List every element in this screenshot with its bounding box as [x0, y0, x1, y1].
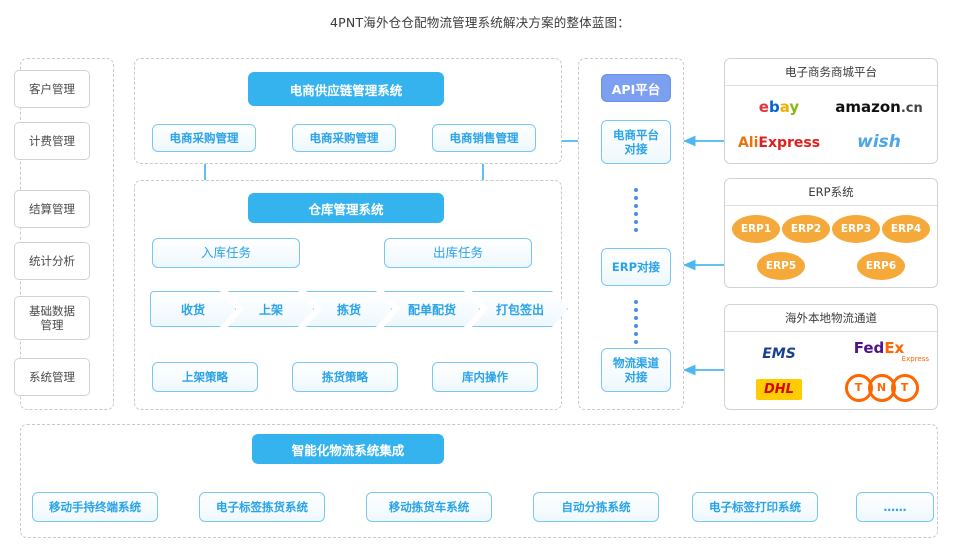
- fedex-fed: Fed: [853, 339, 885, 358]
- strategy-in-warehouse-ops[interactable]: 库内操作: [432, 362, 538, 392]
- sidebar-item-label: 基础数据 管理: [29, 303, 75, 332]
- ebay-letter-b: b: [768, 97, 780, 116]
- ebay-letter-e: e: [758, 97, 769, 116]
- fedex-sub: Express: [901, 355, 929, 364]
- erp-item-4: ERP4: [882, 214, 930, 243]
- tnt-letter-t2: T: [890, 373, 919, 402]
- page-title: 4PNT海外仓仓配物流管理系统解决方案的整体蓝图：: [330, 15, 630, 30]
- bottom-item-dps-picking[interactable]: 电子标签拣货系统: [199, 492, 325, 522]
- sidebar-item-customer[interactable]: 客户管理: [14, 70, 90, 108]
- bottom-item-label-printing[interactable]: 电子标签打印系统: [692, 492, 818, 522]
- panel-title: 电子商务商城平台: [725, 59, 937, 86]
- erp-item-1: ERP1: [732, 214, 780, 243]
- sidebar-item-settlement[interactable]: 结算管理: [14, 190, 90, 228]
- sidebar-item-label: 计费管理: [29, 133, 75, 148]
- panel-title: ERP系统: [725, 179, 937, 206]
- bottom-item-picking-cart[interactable]: 移动拣货车系统: [366, 492, 492, 522]
- process-step-receiving[interactable]: 收货: [150, 291, 236, 327]
- sidebar-item-label: 结算管理: [29, 201, 75, 216]
- supply-chain-header: 电商供应链管理系统: [248, 72, 444, 106]
- ems-wordmark: EMS: [762, 345, 796, 362]
- strategy-picking[interactable]: 拣货策略: [292, 362, 398, 392]
- amazon-tld: .cn: [900, 100, 923, 116]
- ebay-logo: ebay: [733, 97, 825, 116]
- module-ecommerce-sales[interactable]: 电商销售管理: [432, 124, 536, 152]
- dhl-logo: DHL: [733, 378, 825, 401]
- ebay-letter-a: a: [779, 97, 790, 116]
- task-inbound[interactable]: 入库任务: [152, 238, 300, 268]
- panel-title: 海外本地物流通道: [725, 305, 937, 332]
- sidebar-item-label: 系统管理: [29, 369, 75, 384]
- bottom-item-auto-sorting[interactable]: 自动分拣系统: [533, 492, 659, 522]
- api-connector-erp[interactable]: ERP对接: [601, 248, 671, 286]
- intelligent-logistics-header: 智能化物流系统集成: [252, 434, 444, 464]
- bottom-item-handheld-terminal[interactable]: 移动手持终端系统: [32, 492, 158, 522]
- sidebar-item-system[interactable]: 系统管理: [14, 358, 90, 396]
- strategy-putaway[interactable]: 上架策略: [152, 362, 258, 392]
- dots-connector-upper: [634, 188, 638, 232]
- amazon-wordmark: amazon: [835, 97, 901, 116]
- warehouse-header: 仓库管理系统: [248, 193, 444, 223]
- sidebar-item-label: 客户管理: [29, 81, 75, 96]
- sidebar-item-master-data[interactable]: 基础数据 管理: [14, 296, 90, 340]
- erp-item-3: ERP3: [832, 214, 880, 243]
- aliexpress-logo: AliExpress: [733, 136, 825, 150]
- ali-suffix: Express: [758, 134, 821, 151]
- ali-prefix: Ali: [737, 134, 759, 151]
- erp-item-6: ERP6: [857, 252, 905, 281]
- wish-logo: wish: [857, 132, 901, 153]
- module-ecommerce-purchase-2[interactable]: 电商采购管理: [292, 124, 396, 152]
- dhl-wordmark: DHL: [756, 379, 802, 401]
- dots-connector-lower: [634, 300, 638, 344]
- task-outbound[interactable]: 出库任务: [384, 238, 532, 268]
- tnt-logo: T N T: [829, 373, 929, 402]
- panel-erp-systems: ERP系统 ERP1 ERP2 ERP3 ERP4 ERP5 ERP6: [724, 178, 938, 288]
- ems-logo: EMS: [733, 343, 825, 362]
- api-connector-logistics[interactable]: 物流渠道 对接: [601, 348, 671, 392]
- erp-item-5: ERP5: [757, 252, 805, 281]
- process-step-picking[interactable]: 拣货: [306, 291, 392, 327]
- fedex-ex: Ex: [884, 339, 905, 358]
- erp-item-2: ERP2: [782, 214, 830, 243]
- amazon-logo: amazon.cn: [829, 97, 929, 116]
- process-step-packing[interactable]: 打包签出: [472, 291, 568, 327]
- module-ecommerce-purchase-1[interactable]: 电商采购管理: [152, 124, 256, 152]
- sidebar-item-billing[interactable]: 计费管理: [14, 122, 90, 160]
- sidebar-item-analytics[interactable]: 统计分析: [14, 242, 90, 280]
- panel-ecommerce-platforms: 电子商务商城平台 ebay amazon.cn AliExpress wish: [724, 58, 938, 164]
- sidebar-container: [20, 58, 114, 410]
- process-step-sorting[interactable]: 配单配货: [384, 291, 480, 327]
- api-platform-header: API平台: [601, 74, 671, 102]
- bottom-item-more[interactable]: ……: [856, 492, 934, 522]
- api-connector-ecommerce[interactable]: 电商平台 对接: [601, 120, 671, 164]
- ebay-letter-y: y: [789, 97, 800, 116]
- sidebar-item-label: 统计分析: [29, 253, 75, 268]
